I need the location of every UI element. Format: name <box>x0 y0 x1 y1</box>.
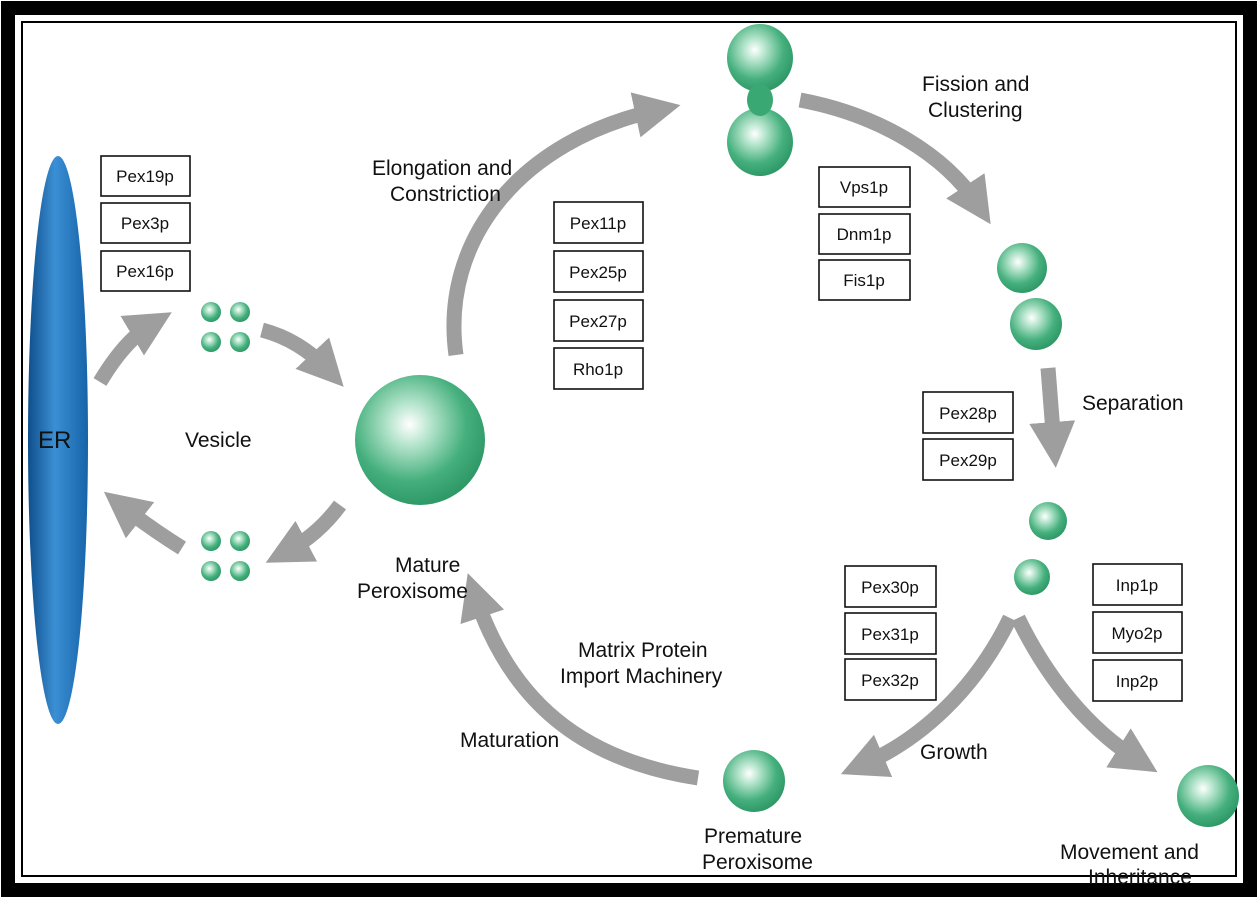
arrow-elongation <box>446 92 681 357</box>
arrow-inheritance <box>1011 614 1158 773</box>
protein-box-label: Pex11p <box>570 214 626 233</box>
protein-box-label: Inp1p <box>1116 576 1159 595</box>
protein-box-label: Pex30p <box>861 578 919 597</box>
protein-box-label: Vps1p <box>840 178 888 197</box>
protein-box-label: Pex27p <box>569 312 627 331</box>
premature-peroxisome <box>723 750 785 812</box>
protein-box-label: Inp2p <box>1116 672 1159 691</box>
matrix-label-line2: Import Machinery <box>560 665 723 688</box>
elongation-label-line1: Elongation and <box>372 157 512 180</box>
premature-label-line2: Peroxisome <box>702 851 813 874</box>
protein-box-label: Pex25p <box>569 263 627 282</box>
matrix-label-line1: Matrix Protein <box>578 639 708 662</box>
protein-box-label: Rho1p <box>573 360 623 379</box>
fission-label-line1: Fission and <box>922 73 1029 96</box>
clustered-peroxisome-top <box>997 243 1047 293</box>
protein-box-label: Pex28p <box>939 404 997 423</box>
protein-box-label: Pex29p <box>939 451 997 470</box>
fission-label-line2: Clustering <box>928 99 1023 122</box>
arrow-vesicle-to-mature <box>259 322 344 387</box>
vesicle-cluster-bottom <box>201 531 250 581</box>
protein-box-label: Myo2p <box>1111 624 1162 643</box>
protein-box-label: Pex16p <box>116 262 174 281</box>
protein-box-group-er-budding: Pex19p Pex3p Pex16p <box>100 155 191 292</box>
mature-label-line2: Peroxisome <box>357 580 468 603</box>
protein-box-group-growth: Pex30p Pex31p Pex32p <box>844 565 937 701</box>
protein-box-label: Pex31p <box>861 625 919 644</box>
cycle-arrows <box>93 92 1158 786</box>
protein-box-group-separation: Pex28p Pex29p <box>922 391 1014 481</box>
protein-box-label: Pex32p <box>861 671 919 690</box>
clustered-peroxisome-bottom <box>1010 298 1062 350</box>
movement-label-line2: Inheritance <box>1088 866 1192 889</box>
separation-label: Separation <box>1082 392 1184 415</box>
movement-label-line1: Movement and <box>1060 841 1199 864</box>
maturation-label: Maturation <box>460 729 559 752</box>
protein-box-group-elongation: Pex11p Pex25p Pex27p Rho1p <box>553 201 644 390</box>
separated-peroxisome-bottom <box>1014 559 1050 595</box>
arrow-er-to-vesicle <box>93 312 172 386</box>
arrow-fission <box>798 92 991 225</box>
arrow-vesicle-to-er <box>103 491 186 555</box>
mature-label-line1: Mature <box>395 554 460 577</box>
inner-frame <box>21 21 1237 877</box>
arrow-growth <box>840 614 1017 778</box>
protein-box-group-inheritance: Inp1p Myo2p Inp2p <box>1092 563 1183 702</box>
protein-box-label: Dnm1p <box>837 225 892 244</box>
protein-box-label: Pex3p <box>121 214 169 233</box>
premature-label-line1: Premature <box>704 825 802 848</box>
protein-box-label: Pex19p <box>116 167 174 186</box>
elongation-label-line2: Constriction <box>390 183 501 206</box>
er-membrane <box>28 156 88 724</box>
arrow-maturation <box>460 573 700 786</box>
arrow-separation <box>1029 367 1076 468</box>
growth-label: Growth <box>920 741 988 764</box>
separated-peroxisome-top <box>1029 502 1067 540</box>
protein-box-label: Fis1p <box>843 271 885 290</box>
protein-box-group-fission: Vps1p Dnm1p Fis1p <box>818 166 911 301</box>
arrow-mature-to-vesicle <box>265 500 347 563</box>
inherited-peroxisome <box>1177 765 1239 827</box>
vesicle-cluster-top <box>201 302 250 352</box>
mature-peroxisome <box>355 375 485 505</box>
dividing-peroxisome <box>727 24 793 176</box>
er-label: ER <box>38 427 71 454</box>
vesicle-label: Vesicle <box>185 429 252 452</box>
